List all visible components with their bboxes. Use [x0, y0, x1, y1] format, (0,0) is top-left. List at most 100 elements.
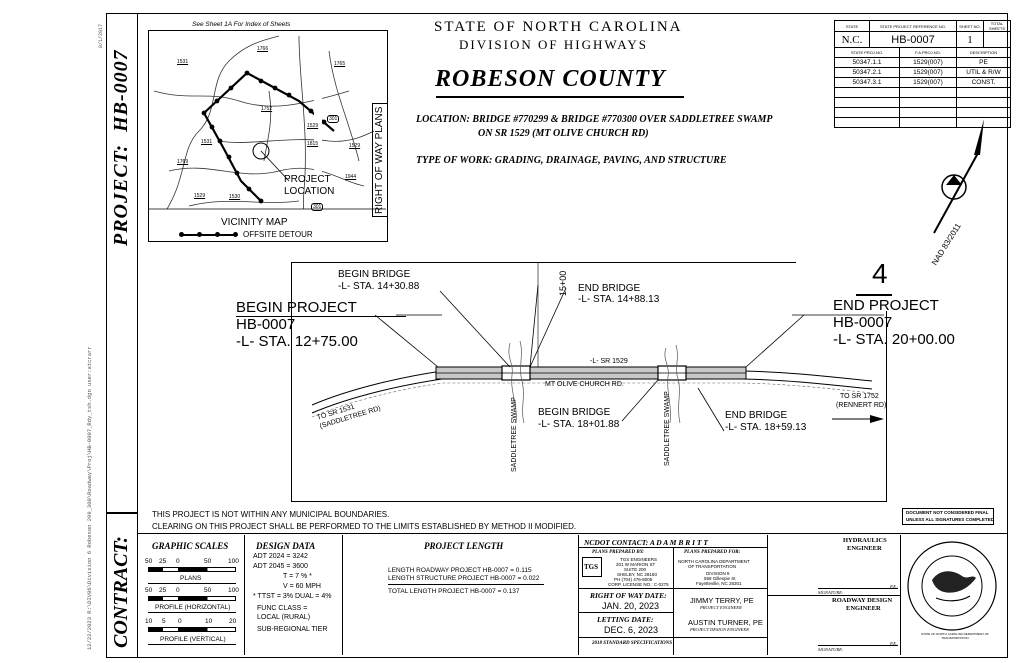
title-block-top-rule: [138, 533, 1008, 535]
scale-tick: 50: [145, 558, 153, 565]
table-cell: [834, 87, 900, 98]
doc-final-line-1: DOCUMENT NOT CONSIDERED FINAL: [906, 510, 989, 515]
row-plans-box: [372, 103, 388, 217]
road-1769: 1769: [177, 159, 189, 165]
offsite-detour-legend-line: [182, 234, 237, 236]
begin-bridge-2-title: BEGIN BRIDGE: [538, 407, 611, 418]
begin-project-id: HB-0007: [236, 316, 296, 333]
for-line: 558 Gillespie St: [704, 576, 736, 581]
seal-divider: [900, 535, 901, 655]
project-length-title: PROJECT LENGTH: [424, 541, 504, 551]
road-1944: 1944: [345, 174, 357, 180]
road-301-b: 301: [311, 203, 324, 211]
left-bar-divider: [106, 512, 138, 514]
end-bridge-1-title: END BRIDGE: [578, 283, 641, 294]
vicinity-map: 1766 1531 1765 1752 1529 301 1815 1531 1…: [148, 30, 388, 242]
contact-rule: [579, 588, 767, 589]
ref-col-state: STATE: [834, 20, 870, 32]
for-line: Fayetteville, NC 28301: [696, 581, 742, 586]
contract-label: CONTRACT:: [110, 536, 132, 648]
design-data-divider: [342, 535, 343, 655]
signature-divider: [767, 595, 900, 596]
scale-tick: 10: [145, 618, 153, 625]
division-title: DIVISION OF HIGHWAYS: [459, 37, 649, 52]
end-project-station: -L- STA. 20+00.00: [833, 331, 955, 348]
vicinity-map-title: VICINITY MAP: [221, 217, 288, 228]
firm-line: PH (704) 476-8005: [614, 577, 653, 582]
ref-sub-desc: DESCRIPTION: [956, 47, 1011, 58]
begin-bridge-1-title: BEGIN BRIDGE: [338, 269, 411, 280]
signature-line: [818, 645, 898, 646]
pe1-name: JIMMY TERRY, PE: [690, 596, 754, 605]
scale-rule: [148, 612, 236, 613]
scale-tick: 100: [228, 587, 239, 594]
project-length-total: TOTAL LENGTH PROJECT HB-0007 = 0.137: [388, 588, 520, 595]
county-underline: [436, 96, 684, 98]
location-line-2: ON SR 1529 (MT OLIVE CHURCH RD): [478, 128, 649, 139]
scale-tick: 10: [205, 618, 213, 625]
ref-total: [983, 31, 1011, 48]
scale-tick: 50: [145, 587, 153, 594]
table-cell: [956, 87, 1011, 98]
contact-mid-divider: [673, 547, 674, 655]
ref-col-sheet: SHEET NO.: [956, 20, 984, 32]
ref-sub-fa-proj: F.A.PROJ.NO.: [899, 47, 957, 58]
doc-final-line-2: UNLESS ALL SIGNATURES COMPLETED: [906, 517, 994, 522]
scale-tick: 25: [159, 558, 167, 565]
project-label: PROJECT: HB-0007: [110, 49, 132, 246]
design-data-line: T = 7 % *: [283, 573, 312, 580]
table-cell: [899, 97, 957, 108]
letting-date-label: LETTING DATE:: [597, 615, 654, 624]
road-1529-a: 1529: [307, 123, 319, 129]
scale-tick: 20: [229, 618, 237, 625]
plans-prepared-by: PLANS PREPARED BY:: [592, 550, 644, 555]
end-bridge-1-station: -L- STA. 14+88.13: [578, 294, 660, 305]
scale-profile-h-label: PROFILE (HORIZONTAL): [155, 604, 231, 611]
project-length-line-2: LENGTH STRUCTURE PROJECT HB-0007 = 0.022: [388, 575, 540, 582]
contact-rule: [579, 637, 767, 638]
ref-project: HB-0007: [869, 31, 957, 48]
signature-label: SIGNATURE:: [818, 647, 844, 652]
ncdot-contact: NCDOT CONTACT: A D A M B R I T T: [584, 538, 708, 547]
scale-bar-profile-v: [148, 627, 236, 632]
begin-project-underline: [236, 316, 406, 317]
table-cell: 1529(007): [899, 57, 957, 68]
ref-col-total: TOTAL SHEETS: [983, 20, 1011, 32]
scale-tick: 5: [162, 618, 166, 625]
ref-col-project: STATE PROJECT REFERENCE NO.: [869, 20, 957, 32]
right-of-way-plans-label: RIGHT OF WAY PLANS: [374, 106, 385, 214]
table-cell: 50347.3.1: [834, 77, 900, 88]
sheet-number: 4: [872, 258, 888, 289]
table-cell: CONST.: [956, 77, 1011, 88]
sheet-index-note: See Sheet 1A For Index of Sheets: [192, 21, 291, 28]
scale-tick: 50: [204, 587, 212, 594]
pe2-name: AUSTIN TURNER, PE: [688, 618, 763, 627]
table-cell: [834, 117, 900, 128]
saddletree-swamp-2: SADDLETREE SWAMP: [664, 391, 671, 466]
county-title: ROBESON COUNTY: [435, 66, 666, 92]
signature-label: SIGNATURE:: [818, 590, 844, 595]
table-cell: 1529(007): [899, 77, 957, 88]
end-bridge-2-title: END BRIDGE: [725, 410, 788, 421]
scale-plans-label: PLANS: [180, 575, 202, 582]
north-arrow-icon: [933, 119, 984, 234]
graphic-scales-title: GRAPHIC SCALES: [152, 541, 229, 551]
scale-tick: 0: [176, 587, 180, 594]
project-length-rule: [388, 584, 544, 585]
design-data-line: SUB-REGIONAL TIER: [257, 626, 328, 633]
to-sr1752-label: TO SR 1752: [840, 393, 879, 400]
road-1766: 1766: [257, 46, 269, 52]
pe-label: P.E.: [890, 641, 898, 646]
road-name-label: MT OLIVE CHURCH RD.: [545, 381, 624, 388]
design-data-line: FUNC CLASS =: [257, 605, 308, 612]
ref-sheet: 1: [956, 31, 984, 48]
design-data-line: V = 60 MPH: [283, 583, 321, 590]
location-line-1: LOCATION: BRIDGE #770299 & BRIDGE #77030…: [416, 114, 773, 125]
road-label-sr1529: -L- SR 1529: [590, 358, 628, 365]
scale-tick: 0: [178, 618, 182, 625]
road-1815: 1815: [307, 141, 319, 147]
scale-tick: 0: [176, 558, 180, 565]
municipal-note: THIS PROJECT IS NOT WITHIN ANY MUNICIPAL…: [152, 510, 390, 519]
road-1752: 1752: [261, 106, 273, 112]
seal-text: STATE OF NORTH CAROLINA DEPARTMENT OF TR…: [921, 632, 989, 640]
